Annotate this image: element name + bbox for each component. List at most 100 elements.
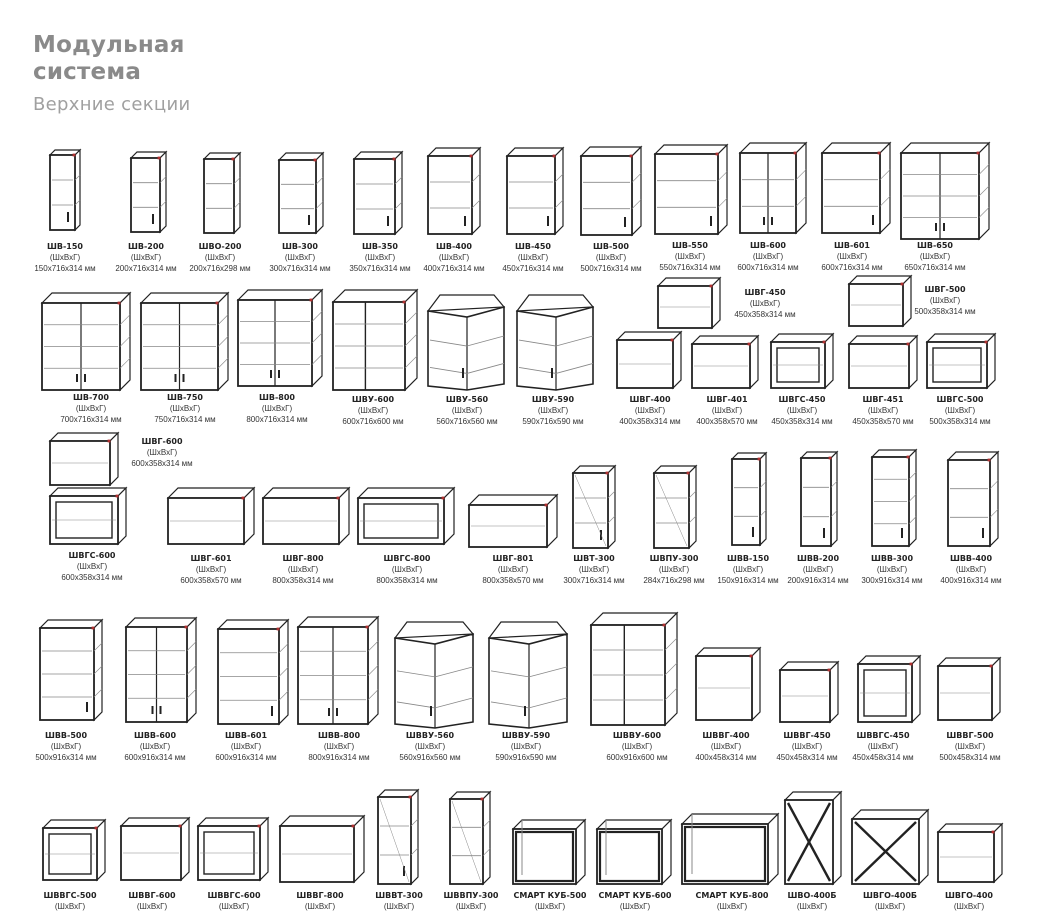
- module-dim-unit: (ШхВхГ): [955, 565, 987, 574]
- module-code: ШВ-150: [47, 242, 83, 251]
- tall-narrow-cabinet-icon: [730, 451, 768, 547]
- module-code: ШВ-650: [917, 241, 953, 250]
- hinge-marker: [117, 301, 121, 305]
- module-label: ШВТ-300(ШхВхГ)300х716х314 мм: [544, 553, 644, 586]
- module-label: ШВ-300(ШхВхГ)300х716х314 мм: [250, 241, 350, 274]
- module-code: ШВВ-300: [870, 554, 914, 563]
- module-dim-unit: (ШхВхГ): [438, 253, 470, 262]
- hinge-marker: [757, 457, 761, 461]
- module-dimensions: 600х716х314 мм: [821, 263, 883, 272]
- module-code: ШВГ-450: [744, 288, 786, 297]
- module-dimensions: 150х916х314 мм: [717, 576, 779, 585]
- hinge-marker: [480, 797, 484, 801]
- cabinet-side: [829, 660, 839, 724]
- cabinet-side: [908, 334, 918, 390]
- module-dim-unit: (ШхВхГ): [621, 742, 653, 751]
- hinge-marker: [72, 153, 76, 157]
- frame-inner: [683, 825, 767, 883]
- module-label: ШВВ-800(ШхВхГ)800х916х314 мм: [289, 730, 389, 763]
- module-dim-unit: (ШхВхГ): [595, 253, 627, 262]
- module-label: ШВГС-500(ШхВхГ)500х358х314 мм: [910, 394, 1010, 427]
- module-code: ШВВ-400: [949, 554, 993, 563]
- module-dim-unit: (ШхВхГ): [130, 253, 162, 262]
- horizontal-cabinet-icon: [656, 276, 722, 330]
- cabinet-side: [759, 451, 767, 547]
- cabinet-body: [394, 632, 474, 729]
- module-code: ШВВ-601: [224, 731, 268, 740]
- module-dim-unit: (ШхВхГ): [391, 565, 423, 574]
- module-label: ШВГО-400(ШхВхГ): [919, 890, 1019, 912]
- tall-narrow-cabinet-icon: [799, 450, 839, 548]
- cabinet-front: [596, 828, 663, 885]
- module-dimensions: 600х916х314 мм: [215, 753, 277, 762]
- horizontal-cabinet-icon: [48, 431, 120, 487]
- cabinet-body: [516, 305, 594, 391]
- module-code: СМАРТ КУБ-600: [598, 891, 672, 900]
- module-dim-unit: (ШхВхГ): [929, 296, 961, 305]
- module-label: ШВ-200(ШхВхГ)200х716х314 мм: [96, 241, 196, 274]
- module-label: ШВВУ-560(ШхВхГ)560х916х560 мм: [380, 730, 480, 763]
- module-code: ШВГ-601: [190, 554, 232, 563]
- module-dimensions: 400х458х314 мм: [695, 753, 757, 762]
- module-code: ШВВГ-500: [946, 731, 994, 740]
- module-dimensions: 560х916х560 мм: [399, 753, 461, 762]
- double-door-cabinet-icon: [899, 141, 991, 241]
- cabinet-top: [40, 292, 132, 304]
- module-code: ШВГ-401: [706, 395, 748, 404]
- module-code: ШВ-600: [750, 241, 786, 250]
- module-dim-unit: (ШхВхГ): [284, 253, 316, 262]
- module-label: ШВВ-500(ШхВхГ)500х916х314 мм: [16, 730, 116, 763]
- cabinet-icon: [653, 143, 729, 236]
- module-label: ШВВГ-400(ШхВхГ)400х458х314 мм: [676, 730, 776, 763]
- module-code: СМАРТ КУБ-800: [695, 891, 769, 900]
- module-dim-unit: (ШхВхГ): [876, 565, 908, 574]
- cabinet-side: [394, 150, 403, 236]
- module-code: ШВГ-400: [629, 395, 671, 404]
- module-code: ШВВ-150: [726, 554, 770, 563]
- hinge-marker: [605, 471, 609, 475]
- cabinet-icon: [352, 150, 404, 236]
- module-label: ШВ-650(ШхВхГ)650х716х314 мм: [885, 240, 985, 273]
- module-dim-unit: (ШхВхГ): [50, 742, 82, 751]
- hinge-marker: [469, 154, 473, 158]
- narrow-cabinet-icon: [129, 150, 168, 234]
- module-dim-unit: (ШхВхГ): [287, 565, 319, 574]
- module-code: ШВ-400: [436, 242, 472, 251]
- module-code: ШВГ-801: [492, 554, 534, 563]
- cabinet-side: [259, 816, 269, 882]
- glass-horizontal-cabinet-icon: [196, 816, 270, 882]
- module-code: ШВ-700: [73, 393, 109, 402]
- cabinet-side: [338, 486, 350, 546]
- module-dimensions: 200х716х298 мм: [189, 264, 251, 273]
- module-code: ШВВУ-590: [501, 731, 551, 740]
- module-code: ШВВГС-500: [43, 891, 97, 900]
- module-code: ШВО-200: [198, 242, 242, 251]
- module-dimensions: 300х916х314 мм: [861, 576, 923, 585]
- module-dim-unit: (ШхВхГ): [76, 562, 108, 571]
- module-dimensions: 284х716х298 мм: [643, 576, 705, 585]
- hinge-marker: [984, 340, 988, 344]
- module-dimensions: 600х358х570 мм: [180, 576, 242, 585]
- open-frame-cube-icon: [511, 818, 587, 886]
- module-dimensions: 800х358х314 мм: [272, 576, 334, 585]
- cabinet-side: [672, 330, 682, 390]
- module-dim-unit: (ШхВхГ): [146, 448, 178, 457]
- module-code: ШВВГС-450: [856, 731, 910, 740]
- module-dim-unit: (ШхВхГ): [195, 565, 227, 574]
- module-label: ШВ-700(ШхВхГ)700х716х314 мм: [41, 392, 141, 425]
- horizontal-cabinet-icon: [119, 816, 191, 882]
- hinge-marker: [629, 154, 633, 158]
- module-label: ШВПУ-300(ШхВхГ)284х716х298 мм: [624, 553, 724, 586]
- module-label: ШВГ-450(ШхВхГ)450х358х314 мм: [715, 287, 815, 320]
- module-dim-unit: (ШхВхГ): [261, 404, 293, 413]
- horizontal-cabinet-icon: [694, 646, 762, 722]
- cabinet-side: [830, 450, 838, 548]
- module-code: СМАРТ КУБ-500: [513, 891, 587, 900]
- cabinet-top: [680, 813, 780, 825]
- bottle-rack-icon: [850, 808, 930, 886]
- module-code: ШВВГ-400: [702, 731, 750, 740]
- cabinet-side: [315, 151, 324, 235]
- module-code: ШВПУ-300: [649, 554, 699, 563]
- cabinet-top: [331, 289, 419, 303]
